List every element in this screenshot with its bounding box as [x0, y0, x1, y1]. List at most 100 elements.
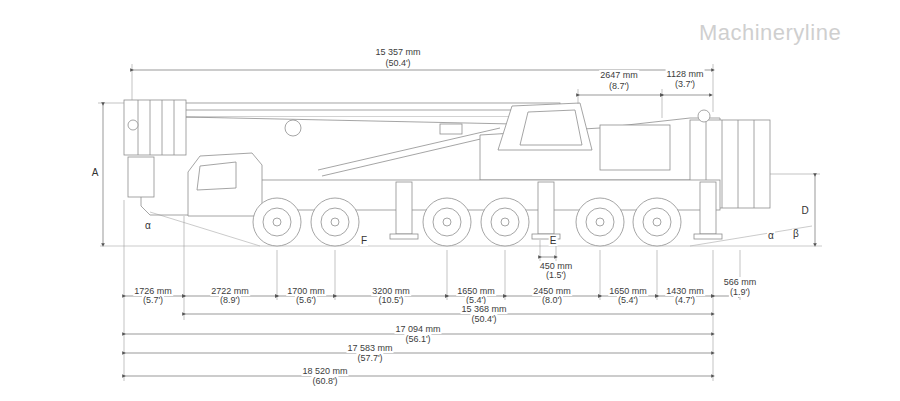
rim: [586, 208, 614, 236]
watermark: Machineryline: [698, 21, 842, 45]
extension-line: [770, 174, 820, 175]
extension-line: [540, 240, 541, 262]
dimension-line: [184, 314, 713, 315]
crane: [124, 100, 770, 246]
dimension-label: (8.9'): [219, 295, 241, 305]
extension-lines: [98, 64, 820, 381]
dimension-label: 566 mm: [723, 277, 758, 287]
dimension-label: 15 368 mm: [460, 304, 507, 314]
dimension-letter: E: [549, 236, 558, 246]
hook-tie: [141, 197, 190, 215]
wheel: [423, 198, 471, 246]
boom-bracket: [440, 124, 462, 134]
dimension-line: [540, 257, 556, 258]
outrigger-pad: [390, 234, 418, 239]
dimension-label: (1.9'): [729, 287, 751, 297]
cab-window: [520, 110, 582, 145]
dimension-letter: A: [91, 168, 100, 178]
hub: [273, 218, 281, 226]
dimension-line: [124, 353, 713, 354]
dimension-letter: α: [767, 231, 775, 241]
extension-line: [335, 250, 336, 300]
dimension-label: (3.7'): [674, 79, 696, 89]
dimension-line: [815, 175, 816, 245]
counterweight-plate: [754, 120, 755, 208]
operator-cab: [498, 103, 592, 150]
dimension-letter: D: [800, 206, 809, 216]
tyre: [576, 198, 624, 246]
extension-line: [713, 64, 714, 112]
dimension-label: 17 583 mm: [346, 343, 393, 353]
sheave: [174, 100, 175, 155]
dimension-label: (5.6'): [295, 295, 317, 305]
extension-line: [657, 250, 658, 300]
engine-house: [600, 125, 670, 170]
dimension-label: 15 357 mm: [374, 47, 421, 57]
wheel: [253, 198, 301, 246]
tyre: [423, 198, 471, 246]
rim: [263, 208, 291, 236]
dimension-line: [662, 95, 711, 96]
approach-angle-line: [150, 212, 260, 246]
extension-line: [662, 89, 663, 118]
rim: [643, 208, 671, 236]
extension-line: [600, 250, 601, 300]
dimension-label: 18 520 mm: [301, 366, 348, 376]
outrigger-pad: [694, 234, 722, 239]
counterweight-plate: [738, 120, 739, 208]
tyre: [253, 198, 301, 246]
dimension-label: (57.7'): [356, 353, 383, 363]
hub: [331, 218, 339, 226]
dimension-label: (50.4'): [384, 58, 411, 68]
extension-line: [277, 250, 278, 300]
carrier-cab: [188, 153, 262, 216]
wheel: [576, 198, 624, 246]
sheave: [150, 100, 151, 155]
dimension-letter: F: [360, 236, 368, 246]
dimension-letter: α: [144, 221, 152, 231]
extension-line: [184, 216, 185, 320]
dimension-line: [124, 376, 713, 377]
dimension-label: (5.7'): [142, 295, 164, 305]
head-sheave: [128, 120, 138, 130]
dimension-label: 2647 mm: [599, 70, 639, 80]
outrigger: [396, 182, 412, 234]
boom-underside: [185, 117, 560, 125]
extension-line: [505, 250, 506, 300]
dimension-label: 17 094 mm: [394, 324, 441, 334]
rear-sheave: [698, 110, 710, 122]
extension-line: [447, 250, 448, 300]
outrigger: [538, 182, 554, 234]
dimension-label: (5.4'): [617, 295, 639, 305]
boom-pulley: [285, 120, 301, 136]
hook-block: [128, 157, 154, 197]
extension-line: [124, 200, 125, 381]
sheave: [162, 100, 163, 155]
dimension-lines: [103, 70, 815, 376]
wheel: [311, 198, 359, 246]
hub: [501, 218, 509, 226]
extension-line: [98, 103, 124, 104]
dimension-line: [578, 95, 662, 96]
rim: [491, 208, 519, 236]
dimension-label: (8.0'): [541, 295, 563, 305]
luffing-cylinder: [318, 128, 502, 176]
carrier-window: [197, 162, 236, 190]
hub: [596, 218, 604, 226]
outrigger: [700, 182, 716, 234]
boom: [130, 103, 560, 117]
dimension-label: (56.1'): [404, 334, 431, 344]
hub: [443, 218, 451, 226]
dimension-label: (60.8'): [311, 376, 338, 386]
dimension-label: (1.5'): [545, 270, 567, 280]
rim: [321, 208, 349, 236]
counterweight-plate: [722, 120, 723, 208]
tyre: [311, 198, 359, 246]
extension-line: [713, 250, 714, 381]
dimension-line: [103, 104, 104, 245]
rim: [433, 208, 461, 236]
dimension-label: (4.7'): [674, 295, 696, 305]
